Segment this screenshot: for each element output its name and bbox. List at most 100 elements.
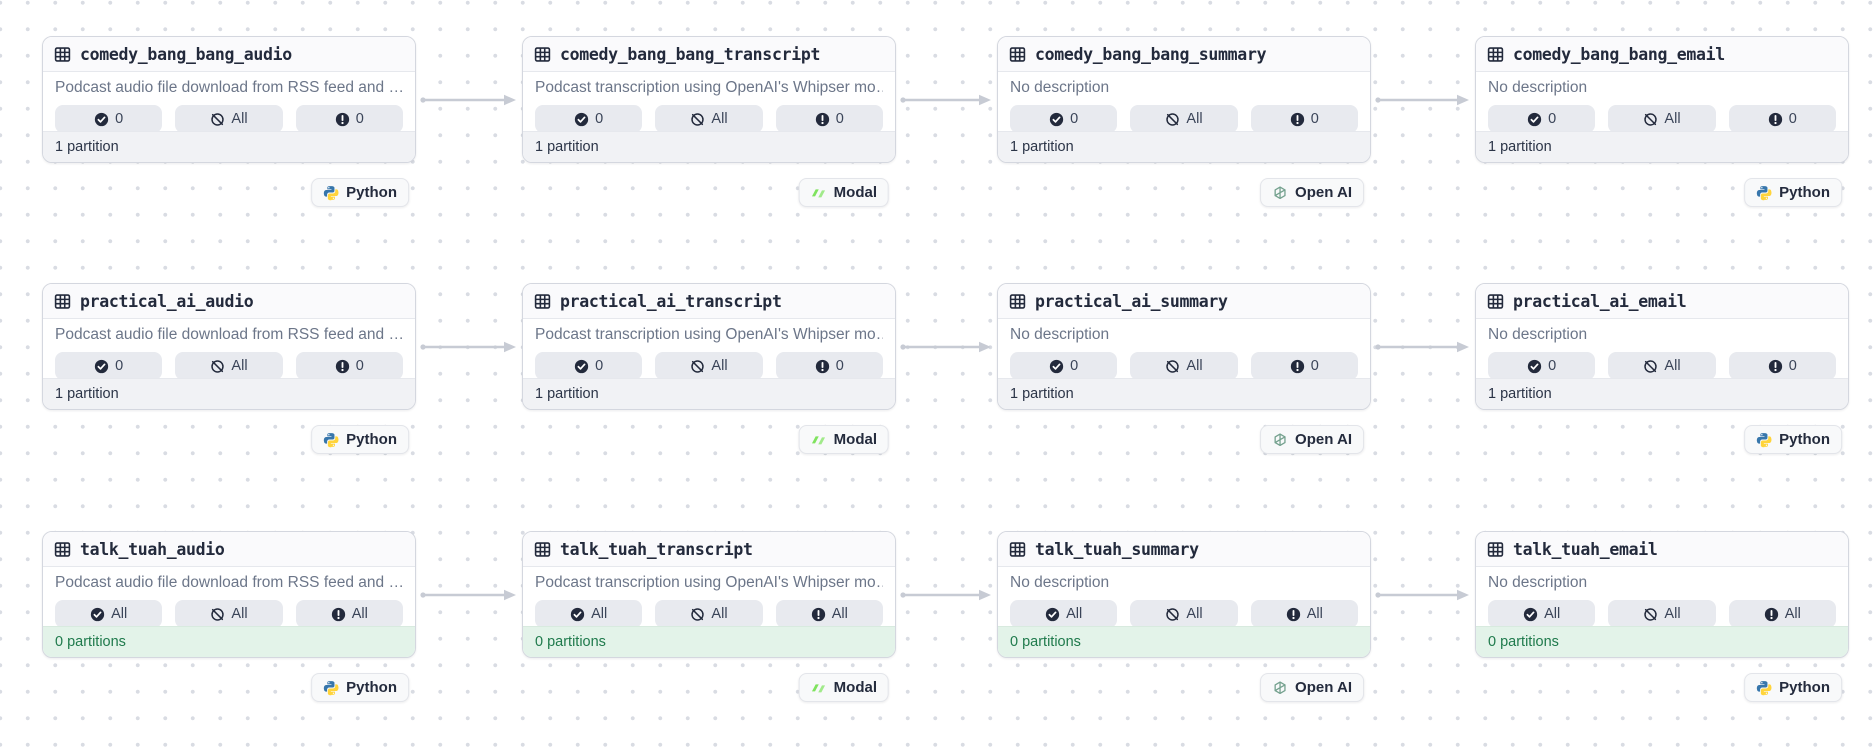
missing-badge[interactable]: All bbox=[1608, 352, 1716, 380]
asset-card-talk_tuah_email[interactable]: talk_tuah_email No description All bbox=[1475, 531, 1849, 658]
asset-card-comedy_bang_bang_email[interactable]: comedy_bang_bang_email No description 0 bbox=[1475, 36, 1849, 163]
missing-badge[interactable]: All bbox=[175, 105, 283, 133]
partition-count-label: 0 partitions bbox=[1488, 634, 1559, 650]
table-icon bbox=[54, 293, 71, 310]
materialized-badge[interactable]: 0 bbox=[1010, 105, 1118, 133]
failed-count: All bbox=[1306, 606, 1323, 622]
check-circle-icon bbox=[574, 112, 589, 127]
partition-count: 1 partition bbox=[998, 378, 1370, 409]
kind-tag-label: Open AI bbox=[1295, 431, 1352, 448]
openai-icon bbox=[1272, 185, 1288, 201]
failed-badge[interactable]: 0 bbox=[1728, 105, 1836, 133]
kind-tag-modal[interactable]: Modal bbox=[798, 673, 889, 702]
failed-badge[interactable]: All bbox=[775, 600, 883, 628]
materialized-badge[interactable]: All bbox=[535, 600, 643, 628]
materialized-badge[interactable]: 0 bbox=[55, 352, 163, 380]
table-icon bbox=[534, 46, 551, 63]
missing-badge[interactable]: All bbox=[1130, 105, 1238, 133]
kind-tag-python[interactable]: Python bbox=[311, 673, 409, 702]
slash-circle-icon bbox=[1165, 112, 1180, 127]
materialized-badge[interactable]: 0 bbox=[535, 105, 643, 133]
asset-card-header: talk_tuah_summary bbox=[998, 532, 1370, 567]
asset-card-header: practical_ai_transcript bbox=[523, 284, 895, 319]
materialized-count: 0 bbox=[1070, 358, 1079, 374]
check-circle-icon bbox=[1527, 112, 1542, 127]
failed-count: 0 bbox=[1310, 111, 1319, 127]
materialized-badge[interactable]: 0 bbox=[535, 352, 643, 380]
asset-description: Podcast audio file download from RSS fee… bbox=[55, 574, 403, 591]
asset-card-body: Podcast transcription using OpenAI's Whi… bbox=[523, 567, 895, 628]
kind-tag-label: Modal bbox=[833, 679, 877, 696]
materialized-badge[interactable]: All bbox=[55, 600, 163, 628]
failed-badge[interactable]: 0 bbox=[775, 352, 883, 380]
failed-badge[interactable]: 0 bbox=[295, 105, 403, 133]
kind-tag-label: Python bbox=[1779, 184, 1830, 201]
missing-badge[interactable]: All bbox=[175, 600, 283, 628]
materialized-badge[interactable]: 0 bbox=[1488, 105, 1596, 133]
missing-badge[interactable]: All bbox=[1130, 352, 1238, 380]
kind-tag-python[interactable]: Python bbox=[311, 178, 409, 207]
modal-icon bbox=[811, 432, 827, 448]
asset-card-practical_ai_summary[interactable]: practical_ai_summary No description 0 bbox=[997, 283, 1371, 410]
openai-icon bbox=[1272, 680, 1288, 696]
python-icon bbox=[323, 185, 339, 201]
asset-card-comedy_bang_bang_transcript[interactable]: comedy_bang_bang_transcript Podcast tran… bbox=[522, 36, 896, 163]
missing-badge[interactable]: All bbox=[175, 352, 283, 380]
failed-badge[interactable]: 0 bbox=[295, 352, 403, 380]
materialized-badge[interactable]: 0 bbox=[1010, 352, 1118, 380]
missing-badge[interactable]: All bbox=[1608, 105, 1716, 133]
failed-badge[interactable]: All bbox=[1728, 600, 1836, 628]
missing-badge[interactable]: All bbox=[655, 600, 763, 628]
asset-card-comedy_bang_bang_summary[interactable]: comedy_bang_bang_summary No description … bbox=[997, 36, 1371, 163]
materialized-badge[interactable]: All bbox=[1488, 600, 1596, 628]
failed-badge[interactable]: All bbox=[1250, 600, 1358, 628]
asset-card-header: talk_tuah_audio bbox=[43, 532, 415, 567]
kind-tag-modal[interactable]: Modal bbox=[798, 178, 889, 207]
materialized-badge[interactable]: All bbox=[1010, 600, 1118, 628]
kind-tag-openai[interactable]: Open AI bbox=[1260, 425, 1364, 454]
materialized-count: 0 bbox=[1548, 111, 1557, 127]
materialized-badge[interactable]: 0 bbox=[55, 105, 163, 133]
edge-arrow bbox=[1375, 339, 1470, 355]
asset-card-talk_tuah_audio[interactable]: talk_tuah_audio Podcast audio file downl… bbox=[42, 531, 416, 658]
missing-badge[interactable]: All bbox=[1608, 600, 1716, 628]
asset-card-body: Podcast audio file download from RSS fee… bbox=[43, 319, 415, 380]
kind-tag-openai[interactable]: Open AI bbox=[1260, 673, 1364, 702]
missing-badge[interactable]: All bbox=[655, 352, 763, 380]
missing-badge[interactable]: All bbox=[655, 105, 763, 133]
asset-card-practical_ai_email[interactable]: practical_ai_email No description 0 bbox=[1475, 283, 1849, 410]
materialized-count: All bbox=[591, 606, 608, 622]
kind-tag-openai[interactable]: Open AI bbox=[1260, 178, 1364, 207]
kind-tag-python[interactable]: Python bbox=[1744, 673, 1842, 702]
failed-count: All bbox=[351, 606, 368, 622]
asset-card-header: comedy_bang_bang_email bbox=[1476, 37, 1848, 72]
failed-count: All bbox=[1784, 606, 1801, 622]
failed-badge[interactable]: All bbox=[295, 600, 403, 628]
missing-count: All bbox=[1664, 606, 1681, 622]
asset-card-practical_ai_transcript[interactable]: practical_ai_transcript Podcast transcri… bbox=[522, 283, 896, 410]
missing-badge[interactable]: All bbox=[1130, 600, 1238, 628]
asset-name: talk_tuah_summary bbox=[1035, 539, 1199, 559]
asset-name: comedy_bang_bang_transcript bbox=[560, 44, 821, 64]
failed-count: 0 bbox=[1310, 358, 1319, 374]
failed-badge[interactable]: 0 bbox=[1250, 352, 1358, 380]
kind-tag-python[interactable]: Python bbox=[1744, 178, 1842, 207]
partition-count: 1 partition bbox=[523, 378, 895, 409]
kind-tag-python[interactable]: Python bbox=[1744, 425, 1842, 454]
kind-tag-python[interactable]: Python bbox=[311, 425, 409, 454]
failed-badge[interactable]: 0 bbox=[775, 105, 883, 133]
materialized-count: 0 bbox=[1548, 358, 1557, 374]
status-badges: All All bbox=[1488, 600, 1836, 628]
asset-card-practical_ai_audio[interactable]: practical_ai_audio Podcast audio file do… bbox=[42, 283, 416, 410]
failed-badge[interactable]: 0 bbox=[1728, 352, 1836, 380]
asset-card-comedy_bang_bang_audio[interactable]: comedy_bang_bang_audio Podcast audio fil… bbox=[42, 36, 416, 163]
materialized-badge[interactable]: 0 bbox=[1488, 352, 1596, 380]
asset-card-header: practical_ai_email bbox=[1476, 284, 1848, 319]
asset-card-talk_tuah_summary[interactable]: talk_tuah_summary No description All bbox=[997, 531, 1371, 658]
asset-card-talk_tuah_transcript[interactable]: talk_tuah_transcript Podcast transcripti… bbox=[522, 531, 896, 658]
partition-count-label: 1 partition bbox=[1010, 386, 1074, 402]
failed-badge[interactable]: 0 bbox=[1250, 105, 1358, 133]
python-icon bbox=[1756, 432, 1772, 448]
kind-tag-modal[interactable]: Modal bbox=[798, 425, 889, 454]
